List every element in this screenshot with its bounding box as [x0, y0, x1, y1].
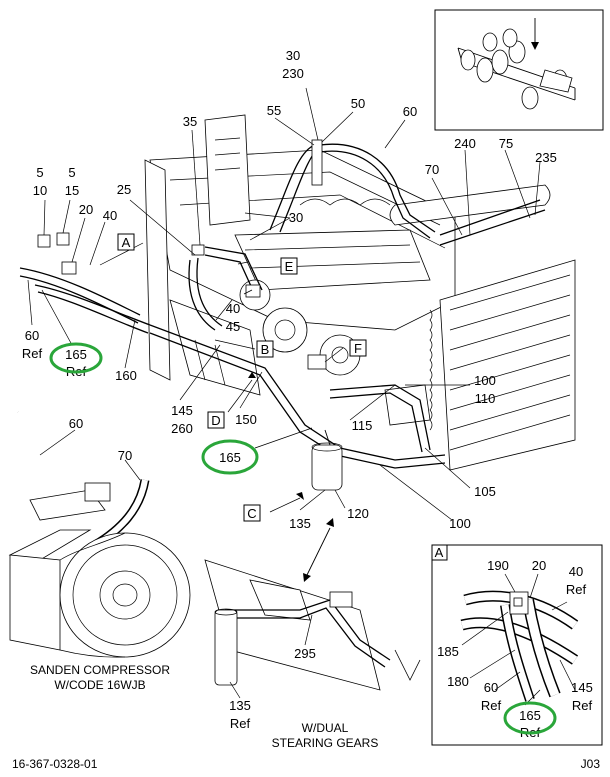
- sheet-number: J03: [581, 757, 601, 771]
- caption-compressor-line2: W/CODE 16WJB: [54, 678, 145, 692]
- svg-text:F: F: [354, 341, 362, 356]
- captions: SANDEN COMPRESSOR W/CODE 16WJB W/DUAL ST…: [30, 663, 378, 750]
- caption-dual-line1: W/DUAL: [302, 721, 349, 735]
- callout-40-left: 40: [103, 208, 117, 223]
- box-label-e: E: [280, 257, 298, 275]
- callout-235: 235: [535, 150, 557, 165]
- callout-105: 105: [474, 484, 496, 499]
- highlight-165-mid: [201, 439, 259, 475]
- callout-numbers: 30 230 55 50 60 35 240 75 235 70 5 10 5 …: [22, 48, 557, 731]
- callout-20: 20: [79, 202, 93, 217]
- callout-150: 150: [235, 412, 257, 427]
- detail-a-panel: [431, 544, 603, 746]
- callout-145: 145: [171, 403, 193, 418]
- callout-110: 110: [475, 391, 496, 406]
- box-label-d: D: [207, 411, 225, 429]
- callout-60-ref-detail-label: Ref: [481, 698, 502, 713]
- caption-compressor-line1: SANDEN COMPRESSOR: [30, 663, 170, 677]
- callout-60-top: 60: [403, 104, 417, 119]
- callout-160: 160: [115, 368, 137, 383]
- callout-295: 295: [294, 646, 316, 661]
- callout-5-a: 5: [36, 165, 43, 180]
- callout-145-ref-label: Ref: [572, 698, 593, 713]
- ac-hoses: [19, 139, 546, 491]
- callout-75: 75: [499, 136, 513, 151]
- callout-165-detail: 165: [519, 708, 541, 723]
- callout-135: 135: [289, 516, 311, 531]
- callout-260: 260: [171, 421, 193, 436]
- callout-40-ref: 40: [569, 564, 583, 579]
- link-arrow: [303, 518, 334, 582]
- svg-text:D: D: [211, 413, 220, 428]
- callout-100: 100: [474, 373, 496, 388]
- callout-165-left: 165: [65, 347, 87, 362]
- callout-135-ref-label: Ref: [230, 716, 251, 731]
- callout-15: 15: [65, 183, 79, 198]
- callout-165-mid: 165: [219, 450, 241, 465]
- callout-100-bottom: 100: [449, 516, 471, 531]
- drawing-number: 16-367-0328-01: [12, 757, 98, 771]
- callout-40-b: 40: [226, 301, 240, 316]
- callout-185: 185: [437, 644, 459, 659]
- callout-30: 30: [286, 48, 300, 63]
- dual-steering-illustration: [204, 559, 421, 699]
- highlight-165-left: [49, 342, 103, 374]
- callout-45: 45: [226, 319, 240, 334]
- callout-60-ref-detail: 60: [484, 680, 498, 695]
- svg-text:B: B: [261, 342, 270, 357]
- caption-dual-line2: STEARING GEARS: [272, 736, 379, 750]
- svg-text:A: A: [122, 235, 131, 250]
- callout-5-b: 5: [68, 165, 75, 180]
- callout-40-ref-label: Ref: [566, 582, 587, 597]
- callout-20-detail: 20: [532, 558, 546, 573]
- callout-60-ref-label: Ref: [22, 346, 43, 361]
- callout-70-top: 70: [425, 162, 439, 177]
- callout-35: 35: [183, 114, 197, 129]
- callout-190: 190: [487, 558, 509, 573]
- callout-145-ref: 145: [571, 680, 593, 695]
- callout-60-ref: 60: [25, 328, 39, 343]
- callout-50: 50: [351, 96, 365, 111]
- callout-60-compressor: 60: [69, 416, 83, 431]
- callout-135-ref: 135: [229, 698, 251, 713]
- svg-text:E: E: [285, 259, 294, 274]
- callout-115: 115: [352, 418, 373, 433]
- box-label-a: A: [117, 233, 135, 251]
- truck-locator-inset: [434, 9, 604, 131]
- callout-240: 240: [454, 136, 476, 151]
- callout-10: 10: [33, 183, 47, 198]
- callout-55: 55: [267, 103, 281, 118]
- callout-30-mid: 30: [289, 210, 303, 225]
- box-label-b: B: [256, 340, 274, 358]
- box-label-c: C: [243, 504, 261, 522]
- callout-25: 25: [117, 182, 131, 197]
- callout-70-compressor: 70: [118, 448, 132, 463]
- highlight-marks: [49, 342, 557, 735]
- svg-text:C: C: [247, 506, 256, 521]
- leader-lines: [27, 87, 541, 521]
- highlight-165-detail: [503, 701, 557, 735]
- engine-illustration: [144, 114, 576, 471]
- detail-a-tag: A: [435, 545, 444, 560]
- callout-230: 230: [282, 66, 304, 81]
- callout-180: 180: [447, 674, 469, 689]
- detail-a-callouts: 190 20 40 Ref 185 180 60 Ref 145 Ref 165…: [437, 558, 593, 740]
- compressor-illustration: [8, 410, 191, 658]
- callout-120: 120: [347, 506, 369, 521]
- box-label-f: F: [349, 339, 367, 357]
